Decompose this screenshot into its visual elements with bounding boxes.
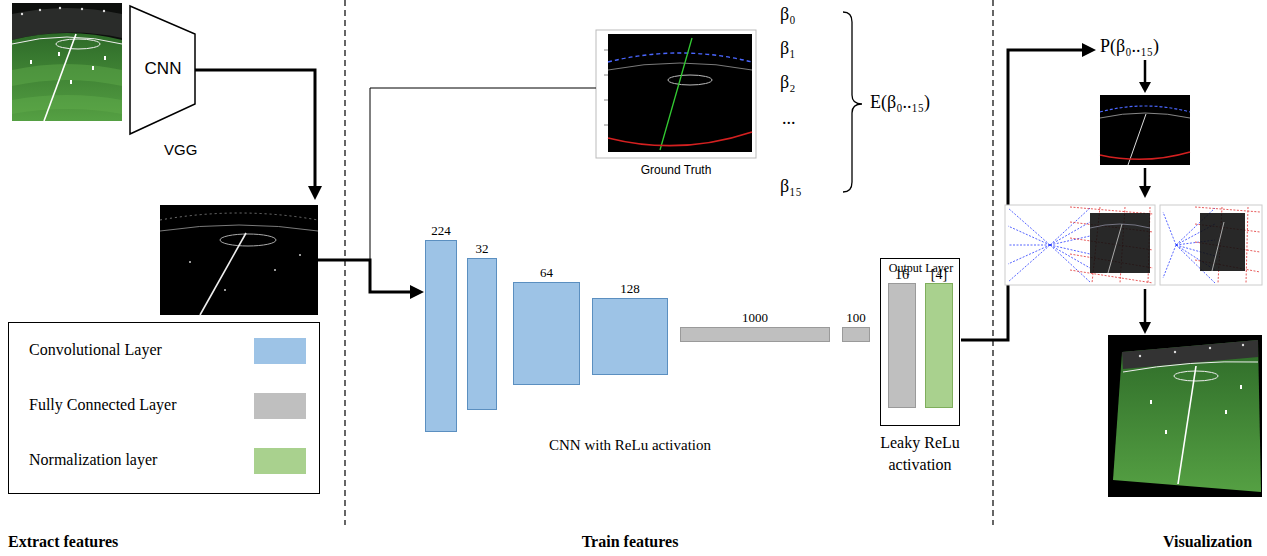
- legend-row: Convolutional Layer: [9, 337, 319, 367]
- text-holder: 224: [431, 224, 451, 239]
- fc-layer: 1000: [680, 311, 830, 342]
- image-caption: Ground Truth: [641, 164, 712, 178]
- conv-layer: 224: [425, 224, 457, 432]
- text-holder: β₂: [780, 72, 795, 93]
- section-title: Visualization: [1163, 533, 1252, 551]
- text-holder: Convolutional Layer: [29, 341, 162, 359]
- text-holder: [4]: [931, 267, 947, 283]
- mesh-plot: [1005, 205, 1155, 285]
- legend-text: Fully Connected Layer: [29, 396, 177, 414]
- ground-truth-frame: Ground Truth: [596, 30, 756, 180]
- mesh-plot: [1160, 205, 1262, 285]
- fc-layer: 100: [842, 311, 870, 342]
- text-holder: Fully Connected Layer: [29, 396, 177, 414]
- text-holder: 16: [895, 267, 909, 283]
- text-holder: β₁: [780, 38, 795, 59]
- layer-block: [842, 327, 870, 342]
- text-holder: β₁₅: [780, 176, 802, 197]
- trapezoid-outline: [128, 4, 218, 164]
- layer-size: 16: [895, 267, 909, 283]
- text-holder: Leaky ReLu activation: [874, 432, 966, 477]
- parameter-symbol: β₁₅: [780, 176, 802, 197]
- legend-swatch: [254, 448, 306, 474]
- text-holder: Extract features: [8, 533, 118, 551]
- section-title: Train features: [582, 533, 679, 551]
- legend-row: Fully Connected Layer: [9, 392, 319, 422]
- text-holder: CNN: [145, 59, 182, 79]
- text-holder: E(β₀..₁₅): [870, 92, 930, 113]
- ground-truth-image: [596, 30, 756, 158]
- layer-block: [467, 258, 497, 410]
- legend-text: Normalization layer: [29, 451, 157, 469]
- layer-block: [680, 327, 830, 342]
- legend-swatch: [254, 393, 306, 419]
- section-divider: [344, 0, 345, 525]
- text-holder: Ground Truth: [641, 164, 712, 178]
- normalization-bar: [4]: [925, 267, 953, 408]
- text-holder: CNN with ReLu activation: [549, 437, 711, 454]
- warped-field-image: [1108, 335, 1262, 497]
- feature-map-image: [160, 205, 318, 315]
- conv-layer: 32: [467, 242, 497, 410]
- parameter-brace: [843, 12, 862, 192]
- layer-size: 1000: [742, 311, 768, 326]
- text-holder: Normalization layer: [29, 451, 157, 469]
- layer-block: [888, 283, 916, 408]
- legend-box: Convolutional LayerFully Connected Layer…: [8, 322, 320, 494]
- block-label: CNN: [145, 59, 182, 79]
- text-holder: 32: [476, 242, 489, 257]
- layer-size: 224: [431, 224, 451, 239]
- legend-text: Convolutional Layer: [29, 341, 162, 359]
- layer-block: [592, 298, 668, 375]
- text-holder: ...: [782, 108, 796, 129]
- text-holder: Train features: [582, 533, 679, 551]
- text-holder: β₀: [780, 4, 795, 25]
- text-holder: P(β₀..₁₅): [1100, 36, 1159, 57]
- output-layer-box: Output Layer16[4]: [880, 258, 960, 426]
- text-holder: VGG: [164, 141, 197, 158]
- layer-size: 64: [540, 266, 553, 281]
- projection-formula: P(β₀..₁₅): [1100, 36, 1159, 57]
- trapezoid-shape: [130, 6, 195, 134]
- layer-block: [925, 283, 953, 408]
- network-caption: CNN with ReLu activation: [549, 437, 711, 454]
- text-holder: 128: [620, 282, 640, 297]
- text-holder: Visualization: [1163, 533, 1252, 551]
- text-holder: 100: [846, 311, 866, 326]
- layer-size: 100: [846, 311, 866, 326]
- text-holder: 1000: [742, 311, 768, 326]
- layer-size: 128: [620, 282, 640, 297]
- section-title: Extract features: [8, 533, 118, 551]
- fc-output-bar: 16: [888, 267, 916, 408]
- layer-block: [513, 282, 580, 385]
- prediction-image: [1100, 95, 1190, 165]
- layer-size: 32: [476, 242, 489, 257]
- section-divider: [992, 0, 993, 525]
- parameter-symbol: β₁: [780, 38, 795, 59]
- layer-size: [4]: [931, 267, 947, 283]
- block-caption: VGG: [164, 141, 197, 158]
- conv-layer: 64: [513, 266, 580, 385]
- flow-arrow: [195, 43, 1151, 340]
- parameter-symbol: β₀: [780, 4, 795, 25]
- parameter-symbol: β₂: [780, 72, 795, 93]
- legend-row: Normalization layer: [9, 447, 319, 477]
- loss-formula: E(β₀..₁₅): [870, 92, 930, 113]
- conv-layer: 128: [592, 282, 668, 375]
- layer-block: [425, 240, 457, 432]
- legend-swatch: [254, 338, 306, 364]
- ellipsis: ...: [782, 108, 796, 129]
- text-holder: 64: [540, 266, 553, 281]
- activation-caption: Leaky ReLu activation: [874, 432, 966, 477]
- soccer-photo: [12, 3, 122, 121]
- cnn-block: CNN VGG: [128, 4, 218, 164]
